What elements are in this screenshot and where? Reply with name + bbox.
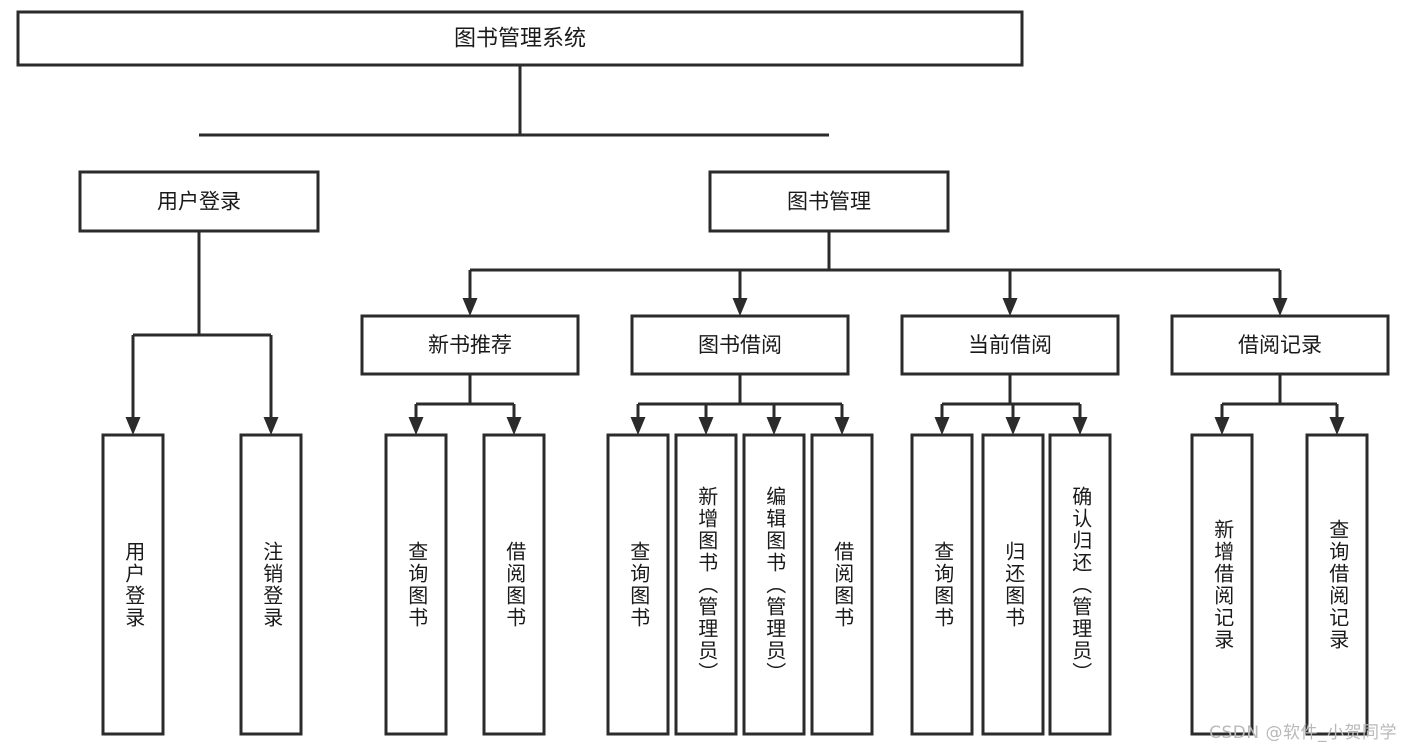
node-box-leaf-confirm-return[interactable]: [1048, 433, 1112, 736]
node-label-current-borrow: 当前借阅: [968, 333, 1052, 357]
node-box-leaf-query-book-rec[interactable]: [384, 433, 448, 736]
arrow-head-icon: [934, 417, 950, 435]
connectors-layer: [125, 65, 1345, 435]
node-new-book-recommend[interactable]: 新书推荐: [360, 314, 580, 376]
arrow-head-icon: [1272, 298, 1288, 316]
node-label-user-login: 用户登录: [157, 190, 241, 214]
arrow-head-icon: [698, 417, 714, 435]
node-box-book-borrow[interactable]: [630, 314, 850, 376]
arrow-head-icon: [1005, 417, 1021, 435]
node-label-new-book-recommend: 新书推荐: [428, 333, 512, 357]
arrow-head-icon: [408, 417, 424, 435]
node-leaf-add-book[interactable]: [674, 433, 738, 736]
arrow-head-icon: [1214, 417, 1230, 435]
arrow-head-icon: [766, 417, 782, 435]
node-leaf-add-record[interactable]: [1190, 433, 1254, 736]
node-box-root[interactable]: [16, 10, 1024, 67]
connector-group-bus-current-borrow: [934, 374, 1088, 435]
node-leaf-borrow-book[interactable]: [810, 433, 874, 736]
node-box-current-borrow[interactable]: [900, 314, 1120, 376]
node-book-manage[interactable]: 图书管理: [708, 170, 950, 233]
node-label-book-manage: 图书管理: [787, 190, 871, 214]
node-leaf-logout[interactable]: [239, 433, 303, 736]
node-label-borrow-record: 借阅记录: [1238, 333, 1322, 357]
node-box-borrow-record[interactable]: [1170, 314, 1390, 376]
node-box-leaf-borrow-book[interactable]: [810, 433, 874, 736]
connector-group-bus-new-book-recommend: [408, 374, 522, 435]
node-box-user-login[interactable]: [78, 170, 320, 233]
node-box-leaf-query-book-borrow[interactable]: [606, 433, 670, 736]
node-leaf-query-book-cur[interactable]: [910, 433, 974, 736]
node-leaf-borrow-book-rec[interactable]: [482, 433, 546, 736]
node-box-leaf-query-book-cur[interactable]: [910, 433, 974, 736]
arrow-head-icon: [1002, 298, 1018, 316]
node-leaf-return-book[interactable]: [981, 433, 1045, 736]
arrow-head-icon: [506, 417, 522, 435]
arrow-head-icon: [462, 298, 478, 316]
node-box-leaf-add-record[interactable]: [1190, 433, 1254, 736]
node-book-borrow[interactable]: 图书借阅: [630, 314, 850, 376]
node-box-leaf-borrow-book-rec[interactable]: [482, 433, 546, 736]
connector-group-bus-book-borrow: [630, 374, 850, 435]
node-box-leaf-edit-book[interactable]: [742, 433, 806, 736]
node-box-new-book-recommend[interactable]: [360, 314, 580, 376]
connector-group-bus-user-login: [125, 231, 279, 435]
node-root[interactable]: 图书管理系统: [16, 10, 1024, 67]
node-box-book-manage[interactable]: [708, 170, 950, 233]
node-box-leaf-query-record[interactable]: [1305, 433, 1369, 736]
node-leaf-query-book-borrow[interactable]: [606, 433, 670, 736]
node-leaf-query-record[interactable]: [1305, 433, 1369, 736]
node-leaf-user-login[interactable]: [101, 433, 165, 736]
arrow-head-icon: [630, 417, 646, 435]
node-leaf-edit-book[interactable]: [742, 433, 806, 736]
node-leaf-confirm-return[interactable]: [1048, 433, 1112, 736]
watermark-text: CSDN @软件_小贺同学: [1209, 723, 1397, 743]
connector-group-bus-borrow-record: [1214, 374, 1345, 435]
node-label-book-borrow: 图书借阅: [698, 333, 782, 357]
node-current-borrow[interactable]: 当前借阅: [900, 314, 1120, 376]
connector-group-bus-book-manage: [462, 231, 1288, 316]
node-label-root: 图书管理系统: [454, 27, 586, 52]
arrow-head-icon: [1072, 417, 1088, 435]
node-box-leaf-logout[interactable]: [239, 433, 303, 736]
node-leaf-query-book-rec[interactable]: [384, 433, 448, 736]
connector-group-bus-root: [199, 65, 829, 137]
node-user-login[interactable]: 用户登录: [78, 170, 320, 233]
node-box-leaf-return-book[interactable]: [981, 433, 1045, 736]
arrow-head-icon: [125, 417, 141, 435]
node-box-leaf-add-book[interactable]: [674, 433, 738, 736]
node-box-leaf-user-login[interactable]: [101, 433, 165, 736]
arrow-head-icon: [1329, 417, 1345, 435]
arrow-head-icon: [263, 417, 279, 435]
arrow-head-icon: [834, 417, 850, 435]
arrow-head-icon: [732, 298, 748, 316]
node-borrow-record[interactable]: 借阅记录: [1170, 314, 1390, 376]
